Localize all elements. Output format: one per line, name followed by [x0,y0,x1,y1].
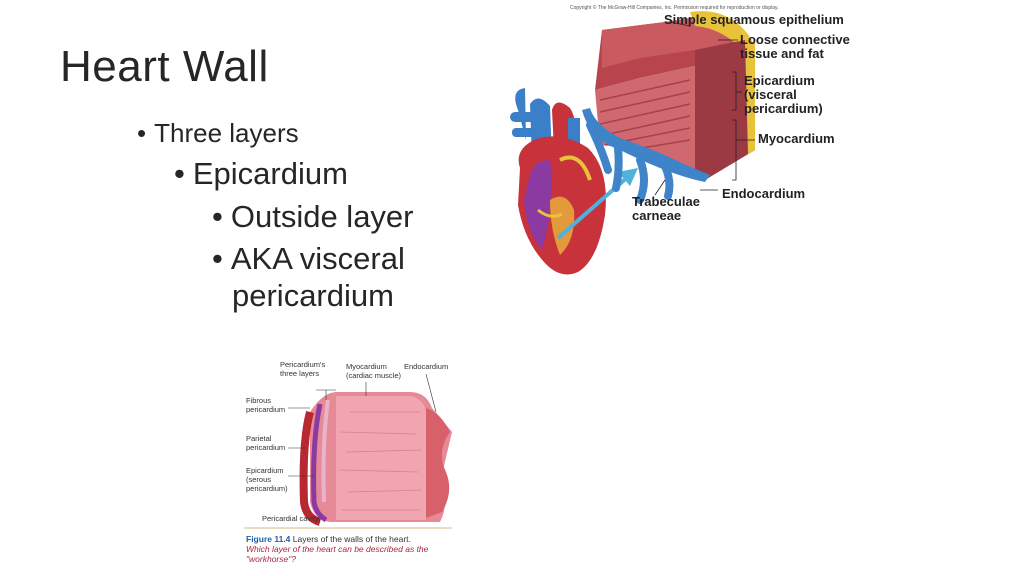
pericardium-illustration [240,352,456,576]
label-epicardium-2: (visceral [744,87,797,102]
label-pericardial-cavity: Pericardial cavity [262,514,319,523]
label-myocardium: Myocardium [758,131,835,146]
heart-wall-illustration [510,11,755,275]
bullet-text: Epicardium [192,156,348,191]
bullet-text: Three layers [154,118,299,148]
label-epicardium-2: (serous [246,475,272,484]
label-epicardium: Epicardium [744,73,815,88]
label-pericardium-layers-2: three layers [280,369,320,378]
bullet-text: Outside layer [230,199,414,234]
label-parietal-2: pericardium [246,443,286,452]
pericardium-figure: Pericardium's three layers Myocardium (c… [240,352,456,576]
bullet-glyph: • [174,156,185,191]
label-loose-connective-2: tissue and fat [740,46,824,61]
heart-illustration [510,88,606,275]
caption-question: Which layer of the heart can be describe… [246,544,429,564]
bullet-glyph: • [212,241,223,276]
bullet-glyph: • [212,199,223,234]
wall-block [582,11,755,204]
label-epicardium: Epicardium [246,466,284,475]
label-fibrous: Fibrous [246,396,272,405]
label-myocardium: Myocardium [346,362,387,371]
bullet-text: pericardium [232,278,394,313]
caption-figure-number: Figure 11.4 [246,534,291,544]
label-endocardium: Endocardium [404,362,449,371]
label-parietal: Parietal [246,434,272,443]
label-fibrous-2: pericardium [246,405,286,414]
label-epicardium-3: pericardium) [246,484,288,493]
bullet-item: •Outside layer [212,199,414,235]
slide-title: Heart Wall [60,42,269,91]
label-endocardium: Endocardium [722,186,806,201]
label-epicardium-3: pericardium) [744,101,823,116]
label-trabeculae-2: carneae [632,208,682,223]
bullet-glyph: • [137,118,147,148]
label-myocardium-2: (cardiac muscle) [346,371,402,380]
label-loose-connective: Loose connective [740,32,850,47]
label-simple-squamous: Simple squamous epithelium [664,12,844,27]
label-pericardium-layers: Pericardium's [280,360,326,369]
bullet-item: •Epicardium [174,156,348,192]
caption-text: Layers of the walls of the heart. [290,534,411,544]
bullet-text: AKA visceral [230,241,405,276]
heart-wall-figure: Copyright © The McGraw-Hill Companies, I… [490,0,870,290]
bullet-item: •AKA visceral [212,241,405,277]
figure-caption: Figure 11.4 Layers of the walls of the h… [246,534,456,564]
bullet-item-continuation: pericardium [232,278,394,314]
bullet-item: •Three layers [137,118,299,149]
label-trabeculae: Trabeculae [632,194,700,209]
copyright-notice: Copyright © The McGraw-Hill Companies, I… [570,5,779,11]
